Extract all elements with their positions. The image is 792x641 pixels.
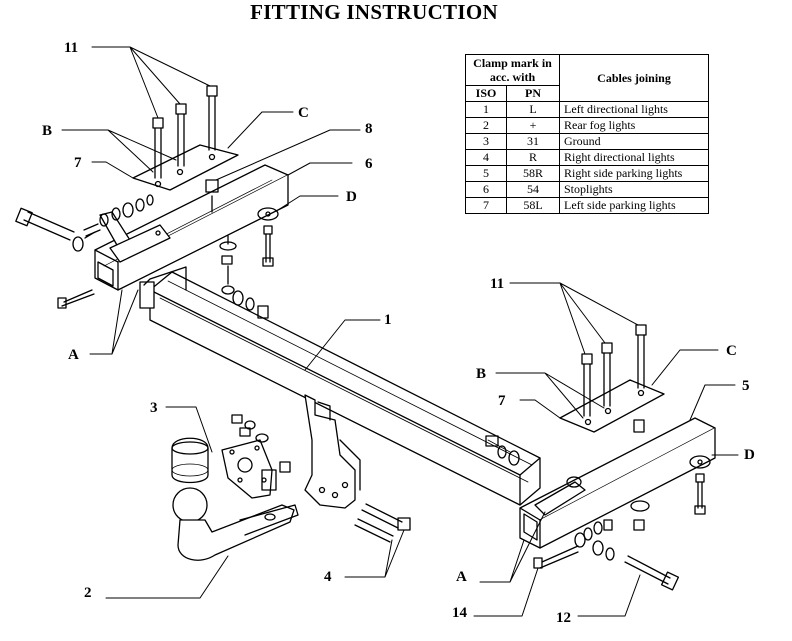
left-fasteners — [15, 194, 154, 309]
label-12: 12 — [556, 610, 571, 626]
main-crossbeam — [139, 266, 541, 506]
left-washer-bolt-d — [257, 207, 279, 267]
label-d-left: D — [346, 189, 357, 205]
label-4: 4 — [324, 569, 332, 585]
cables-joining-table: Clamp mark in acc. with Cables joining I… — [465, 54, 709, 214]
header-iso: ISO — [465, 85, 507, 102]
label-d-right: D — [744, 447, 755, 463]
leader-lines — [61, 46, 739, 617]
socket-plate — [221, 439, 277, 499]
label-2: 2 — [84, 585, 92, 601]
label-6: 6 — [365, 156, 373, 172]
tow-plate — [304, 394, 361, 509]
right-bolts-11 — [581, 324, 647, 417]
label-b-right: B — [476, 366, 486, 382]
label-11-left: 11 — [64, 40, 78, 56]
label-8: 8 — [365, 121, 373, 137]
callout-labels: 11 B 7 C 8 6 D A 1 11 B 7 C 5 D 3 2 4 A … — [42, 40, 755, 626]
tow-ball-arm — [171, 437, 299, 561]
label-a-left: A — [68, 347, 79, 363]
left-nut-stack — [205, 179, 269, 319]
right-washer-bolt-d — [630, 419, 711, 531]
label-b-left: B — [42, 123, 52, 139]
socket-nuts — [231, 414, 291, 473]
left-side-bar — [94, 164, 289, 291]
header-clamp-mark: Clamp mark in acc. with — [465, 54, 560, 86]
header-pn: PN — [506, 85, 560, 102]
label-11-right: 11 — [490, 276, 504, 292]
label-7-right: 7 — [498, 393, 506, 409]
right-clamp-plate — [559, 379, 665, 433]
page-title: FITTING INSTRUCTION — [250, 0, 498, 24]
label-7-left: 7 — [74, 155, 82, 171]
label-a-right: A — [456, 569, 467, 585]
right-bracket — [485, 435, 586, 516]
right-side-bar — [519, 417, 716, 549]
label-c-right: C — [726, 343, 737, 359]
label-5: 5 — [742, 378, 750, 394]
header-cables-joining: Cables joining — [559, 54, 709, 102]
table-row: 2+Rear fog lights — [465, 117, 709, 134]
label-c-left: C — [298, 105, 309, 121]
left-bolts-11 — [152, 85, 218, 179]
label-14: 14 — [452, 605, 468, 621]
label-3: 3 — [150, 400, 158, 416]
label-1: 1 — [384, 312, 392, 328]
left-bracket — [99, 211, 171, 263]
